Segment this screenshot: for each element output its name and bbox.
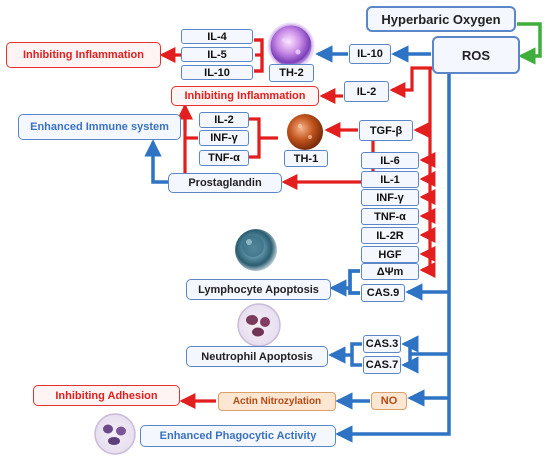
- cas9-box: CAS.9: [361, 284, 405, 302]
- th1-tnfa-box: TNF-α: [199, 150, 249, 166]
- il2-ros-box: IL-2: [344, 81, 389, 102]
- th2-il4-box: IL-4: [181, 29, 253, 44]
- th1-cell-icon: [287, 114, 323, 150]
- hyperbaric-oxygen-box: Hyperbaric Oxygen: [366, 6, 516, 32]
- th2-il10-box: IL-10: [181, 65, 253, 80]
- il10-ros-box: IL-10: [349, 44, 391, 64]
- cas7-box: CAS.7: [363, 356, 401, 374]
- neutrophil-cell-icon: [237, 303, 281, 347]
- actin-nitrozylation-box: Actin Nitrozylation: [218, 392, 336, 411]
- ros-box: ROS: [432, 36, 520, 74]
- tnfa-box: TNF-α: [361, 208, 419, 225]
- enhanced-phagocytic-activity-box: Enhanced Phagocytic Activity: [140, 425, 336, 447]
- inhibiting-inflammation-top: Inhibiting Inflammation: [6, 42, 161, 68]
- cas3-box: CAS.3: [363, 335, 401, 353]
- th2-il5-box: IL-5: [181, 47, 253, 62]
- no-box: NO: [371, 392, 407, 410]
- th1-il2-box: IL-2: [199, 112, 249, 128]
- il2r-box: IL-2R: [361, 227, 419, 244]
- enhanced-immune-system-box: Enhanced Immune system: [18, 114, 181, 140]
- th1-label: TH-1: [284, 150, 328, 167]
- lymphocyte-cell-icon: [235, 229, 277, 271]
- infg-box: INF-γ: [361, 189, 419, 206]
- tgfb-box: TGF-β: [359, 120, 413, 141]
- lymphocyte-apoptosis-box: Lymphocyte Apoptosis: [186, 279, 331, 300]
- inhibiting-adhesion-box: Inhibiting Adhesion: [33, 385, 180, 406]
- hgf-box: HGF: [361, 246, 419, 263]
- prostaglandin-box: Prostaglandin: [168, 173, 282, 193]
- phagocyte-cell-icon: [94, 413, 136, 455]
- th2-cell-icon: [267, 22, 315, 70]
- neutrophil-apoptosis-box: Neutrophil Apoptosis: [186, 346, 328, 367]
- delta-psi-m-box: ΔΨm: [361, 263, 419, 280]
- th2-label: TH-2: [269, 64, 314, 82]
- il6-box: IL-6: [361, 152, 419, 169]
- il1-box: IL-1: [361, 171, 419, 188]
- inhibiting-inflammation-mid: Inhibiting Inflammation: [171, 86, 319, 106]
- th1-infg-box: INF-γ: [199, 130, 249, 146]
